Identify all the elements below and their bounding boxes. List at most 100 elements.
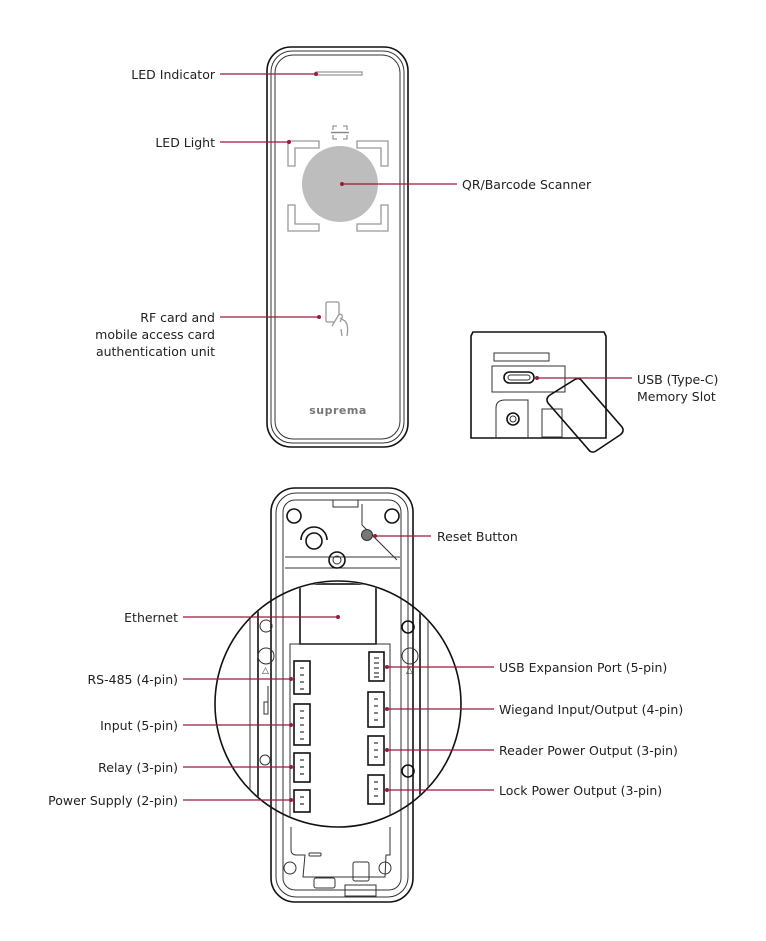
callout-ethernet: Ethernet (124, 610, 340, 625)
leader-dot (317, 315, 321, 319)
callout-led-light: LED Light (155, 135, 291, 150)
lower-left-hole (283, 861, 297, 875)
reset-button (361, 529, 373, 541)
rear-inner-shell (275, 492, 409, 898)
callout-label: USB Expansion Port (5-pin) (499, 660, 667, 675)
magnified-area (214, 580, 462, 828)
callout-lock-power: Lock Power Output (3-pin) (385, 783, 662, 798)
screw (506, 412, 520, 426)
usb-c-port (503, 371, 535, 384)
callout-label: Ethernet (124, 610, 178, 625)
callout-power-supply: Power Supply (2-pin) (48, 793, 293, 808)
leader-dot (385, 748, 389, 752)
callout-label: Wiegand Input/Output (4-pin) (499, 702, 683, 717)
bottom-housing (470, 331, 607, 439)
callout-qr-barcode-scanner: QR/Barcode Scanner (340, 177, 592, 192)
leader-dot (336, 615, 340, 619)
callout-label: USB (Type-C) (637, 372, 718, 387)
magnified-content: △ △ (249, 582, 429, 826)
top-left-screw (286, 508, 302, 524)
callout-label: Relay (3-pin) (98, 760, 178, 775)
front-face (274, 54, 401, 440)
callout-label: Power Supply (2-pin) (48, 793, 178, 808)
front-inner-shell (270, 50, 405, 444)
callout-label: LED Light (155, 135, 215, 150)
callout-rf-card-unit: RF card and mobile access card authentic… (95, 310, 321, 359)
leader-dot (385, 707, 389, 711)
callout-label: authentication unit (96, 344, 215, 359)
callout-label: QR/Barcode Scanner (462, 177, 592, 192)
pcb-board (289, 643, 391, 826)
led-light-brackets (287, 140, 389, 232)
relay-connector (293, 752, 311, 783)
rear-bracket (282, 499, 402, 891)
tamper-arc (300, 526, 328, 541)
wiegand-connector (367, 691, 385, 728)
svg-text:△: △ (262, 666, 269, 676)
lower-clip (352, 861, 370, 882)
bottom-slot-rim (493, 352, 550, 362)
front-outer-shell (266, 46, 409, 448)
reset-panel-edge (361, 504, 398, 561)
leader-dot (289, 677, 293, 681)
usb-cover-flap (546, 377, 624, 453)
svg-text:△: △ (406, 666, 413, 676)
callout-reset-button: Reset Button (373, 529, 518, 544)
callout-reader-power: Reader Power Output (3-pin) (385, 743, 678, 758)
leader-dot (535, 376, 539, 380)
lock-power-connector (367, 774, 385, 805)
lower-right-hole (378, 861, 392, 875)
front-view: suprema (266, 46, 409, 448)
leader-dot (385, 665, 389, 669)
brand-logo: suprema (309, 404, 367, 417)
lower-bracket (290, 827, 391, 878)
center-screw-inner (332, 555, 342, 565)
callout-label: Reset Button (437, 529, 518, 544)
reader-power-connector (367, 735, 385, 766)
callout-label: RS-485 (4-pin) (87, 672, 178, 687)
rs485-connector (293, 660, 311, 695)
bottom-view (470, 331, 624, 453)
scan-frame-icon (331, 125, 349, 140)
callout-input: Input (5-pin) (100, 718, 293, 733)
top-notch (332, 500, 359, 508)
top-right-screw (384, 508, 400, 524)
callout-label: Lock Power Output (3-pin) (499, 783, 662, 798)
ethernet-port (299, 583, 377, 645)
power-connector (293, 789, 311, 813)
usb-recess (491, 365, 566, 393)
leader-dot (340, 182, 344, 186)
callout-label: RF card and (140, 310, 215, 325)
rf-card-hand-icon (325, 301, 349, 337)
callout-usb-memory-slot: USB (Type-C) Memory Slot (535, 372, 718, 404)
rear-view: △ △ (214, 487, 462, 903)
cover-hinge (541, 408, 563, 438)
callout-label: Input (5-pin) (100, 718, 178, 733)
crossbar (285, 556, 400, 569)
callout-rs485: RS-485 (4-pin) (87, 672, 293, 687)
callout-led-indicator: LED Indicator (131, 67, 318, 82)
rear-outer-shell (270, 487, 414, 903)
leader-dot (373, 534, 377, 538)
leader-dot (289, 765, 293, 769)
callout-label: mobile access card (95, 327, 215, 342)
lower-slot (308, 852, 322, 857)
callout-label: Reader Power Output (3-pin) (499, 743, 678, 758)
callout-wiegand: Wiegand Input/Output (4-pin) (385, 702, 683, 717)
screw-recess (495, 399, 529, 438)
leader-dot (385, 788, 389, 792)
led-indicator-bar (315, 71, 363, 76)
screw-inner (509, 415, 517, 423)
usb-c-port-inner (507, 374, 531, 381)
lower-tab (313, 877, 336, 889)
leader-dot (314, 72, 318, 76)
callout-label: Memory Slot (637, 389, 716, 404)
callout-usb-expansion: USB Expansion Port (5-pin) (385, 660, 667, 675)
tamper-switch (305, 532, 323, 550)
leader-dot (289, 798, 293, 802)
lower-block (344, 884, 377, 897)
input-connector (293, 703, 311, 746)
leader-dot (287, 140, 291, 144)
leader-dot (289, 723, 293, 727)
